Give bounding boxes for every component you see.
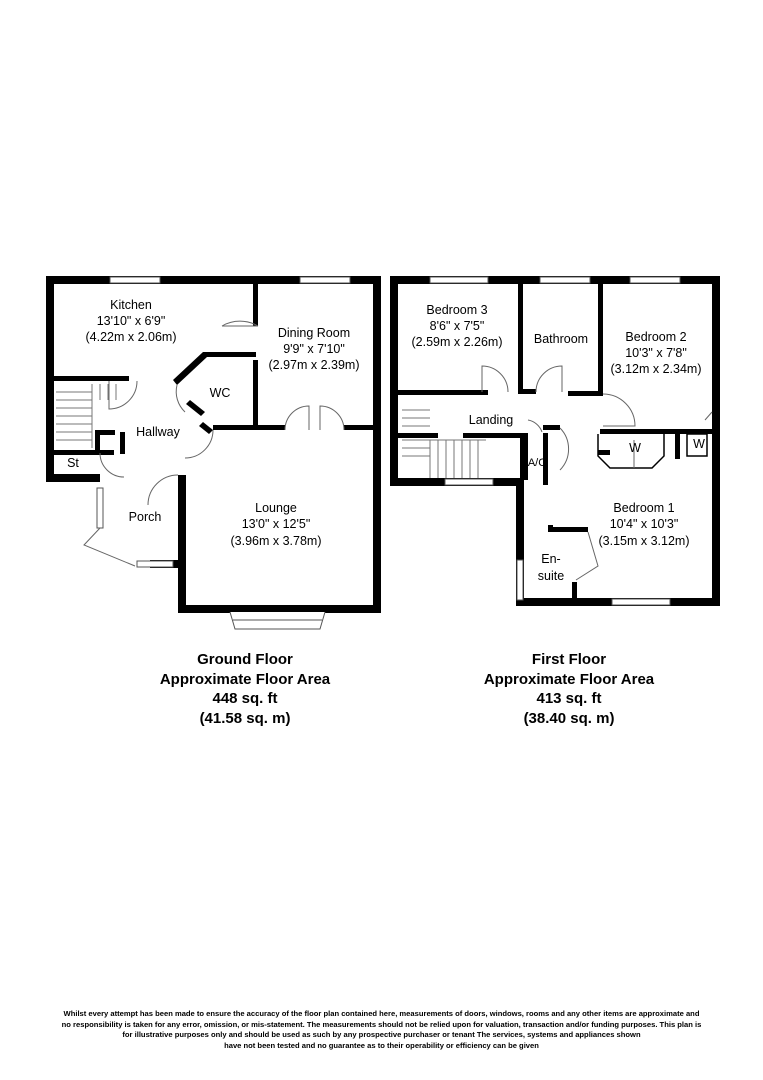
first-floor-area-sqm: (38.40 sq. m) (523, 709, 615, 727)
hallway-name: Hallway (136, 425, 181, 439)
porch-name: Porch (129, 510, 162, 524)
lounge-size-imperial: 13'0" x 12'5" (242, 517, 311, 531)
kitchen-size-imperial: 13'10" x 6'9" (97, 314, 166, 328)
first-floor-area-label: Approximate Floor Area (483, 670, 655, 688)
ground-floor-labels: Kitchen 13'10" x 6'9" (4.22m x 2.06m) Di… (67, 298, 359, 548)
bedroom1-size-metric: (3.15m x 3.12m) (598, 534, 689, 548)
ground-floor-title: Ground Floor (197, 651, 293, 668)
ground-floor-doors (83, 320, 345, 567)
airing-cupboard-name: A/C (528, 457, 546, 469)
bedroom3-size-imperial: 8'6" x 7'5" (430, 319, 485, 333)
bedroom1-size-imperial: 10'4" x 10'3" (610, 517, 679, 531)
landing-name: Landing (469, 413, 514, 427)
lounge-size-metric: (3.96m x 3.78m) (230, 534, 321, 548)
first-floor-title: First Floor (531, 651, 607, 668)
ground-floor-internal-walls (54, 284, 373, 455)
bedroom2-size-imperial: 10'3" x 7'8" (625, 346, 687, 360)
bedroom3-name: Bedroom 3 (426, 303, 487, 317)
ground-floor-windows (96, 276, 351, 630)
ground-floor-plan (46, 276, 381, 630)
dining-room-size-imperial: 9'9" x 7'10" (283, 342, 345, 356)
bedroom3-size-metric: (2.59m x 2.26m) (411, 335, 502, 349)
disclaimer-line-3: for illustrative purposes only and shoul… (122, 1030, 641, 1039)
store-name: St (67, 456, 79, 470)
floor-plan-drawing: Kitchen 13'10" x 6'9" (4.22m x 2.06m) Di… (46, 276, 720, 630)
disclaimer-line-1: Whilst every attempt has been made to en… (63, 1009, 700, 1018)
first-floor-labels: Bedroom 3 8'6" x 7'5" (2.59m x 2.26m) Ba… (411, 303, 705, 583)
bedroom2-size-metric: (3.12m x 2.34m) (610, 362, 701, 376)
ground-floor-area-sqft: 448 sq. ft (212, 690, 278, 707)
kitchen-size-metric: (4.22m x 2.06m) (85, 330, 176, 344)
ground-floor-caption: Ground Floor Approximate Floor Area 448 … (115, 650, 375, 728)
ground-floor-area-sqm: (41.58 sq. m) (199, 709, 291, 727)
bedroom1-name: Bedroom 1 (613, 501, 674, 515)
bathroom-name: Bathroom (534, 332, 588, 346)
ensuite-name-line1: En- (541, 552, 560, 566)
wardrobe-name: W (629, 441, 641, 455)
dining-room-size-metric: (2.97m x 2.39m) (268, 358, 359, 372)
disclaimer-line-4: have not been tested and no guarantee as… (224, 1040, 539, 1050)
first-floor-windows (429, 276, 681, 606)
disclaimer: Whilst every attempt has been made to en… (14, 1009, 749, 1051)
first-floor-caption: First Floor Approximate Floor Area 413 s… (439, 650, 699, 728)
first-floor-doors (481, 365, 713, 581)
first-floor-internal-walls (398, 284, 712, 602)
first-floor-plan (390, 276, 720, 606)
ground-floor-stairs (56, 384, 117, 448)
kitchen-name: Kitchen (110, 298, 152, 312)
bedroom2-name: Bedroom 2 (625, 330, 686, 344)
first-floor-wardrobe (597, 433, 708, 469)
wc-name: WC (210, 386, 231, 400)
ground-floor-area-label: Approximate Floor Area (159, 670, 331, 688)
dining-room-name: Dining Room (278, 326, 350, 340)
first-floor-area-sqft: 413 sq. ft (536, 690, 602, 707)
first-floor-stairs (402, 409, 486, 478)
ensuite-name-line2: suite (538, 569, 564, 583)
wardrobe2-name: W (693, 437, 705, 451)
lounge-name: Lounge (255, 501, 297, 515)
disclaimer-line-2: no responsibility is taken for any error… (61, 1019, 702, 1029)
